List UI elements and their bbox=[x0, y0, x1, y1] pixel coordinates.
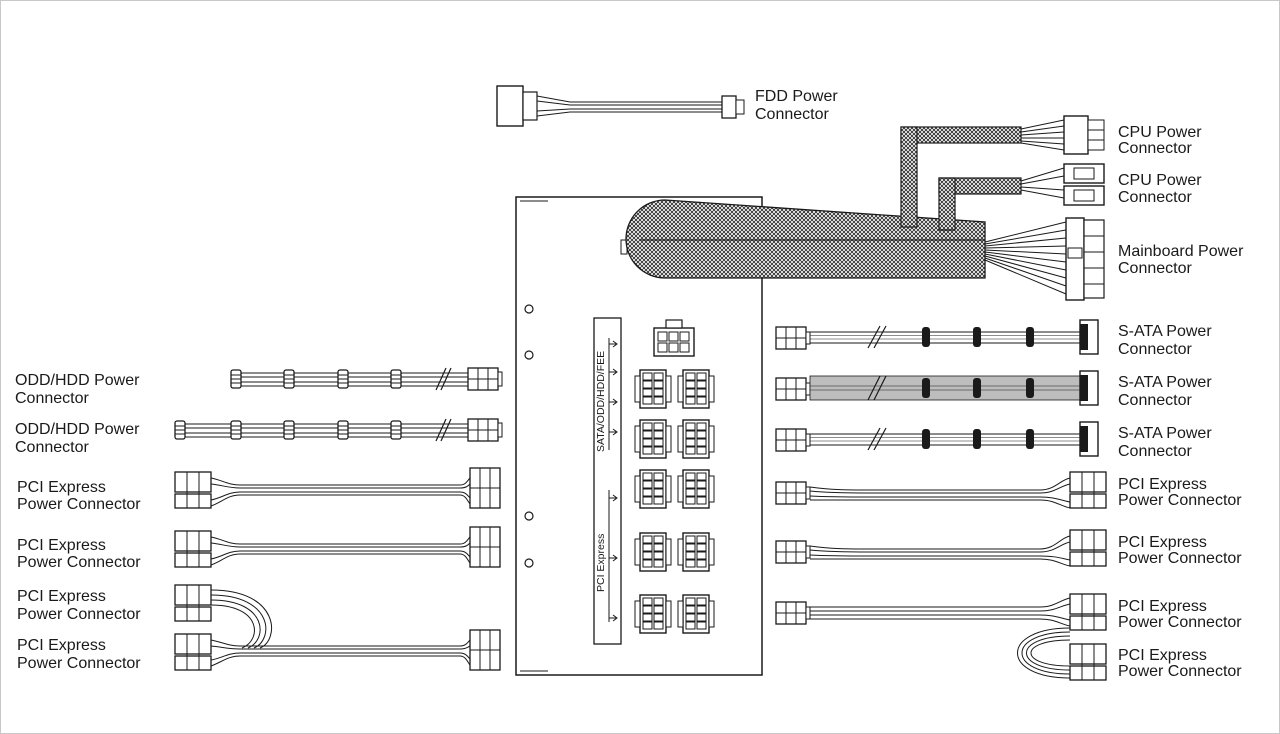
label-sata2-line1: S-ATA Power bbox=[1118, 374, 1212, 391]
pcie-cable-left-3 bbox=[174, 584, 273, 649]
sata-cable-2 bbox=[775, 370, 1099, 406]
cpu-power-connector-2 bbox=[1020, 163, 1105, 206]
label-pcie-l4-line1: PCI Express bbox=[17, 637, 106, 654]
label-pcie-r1-line1: PCI Express bbox=[1118, 476, 1207, 493]
pcie-cable-right-1 bbox=[775, 471, 1107, 509]
mainboard-power-connector bbox=[984, 217, 1105, 301]
label-pcie-r4-line2: Power Connector bbox=[1118, 663, 1242, 680]
label-sata3-line2: Connector bbox=[1118, 443, 1192, 460]
label-pcie-l3-line2: Power Connector bbox=[17, 606, 141, 623]
pcie-cable-right-4 bbox=[1017, 627, 1107, 681]
label-fdd-line2: Connector bbox=[755, 106, 829, 123]
braided-harness bbox=[625, 126, 1022, 279]
label-pcie-r2-line1: PCI Express bbox=[1118, 534, 1207, 551]
label-pcie-l4-line2: Power Connector bbox=[17, 655, 141, 672]
label-pcie-l1-line2: Power Connector bbox=[17, 496, 141, 513]
label-cpu1-line2: Connector bbox=[1118, 140, 1192, 157]
odd-hdd-cable-2 bbox=[174, 418, 503, 442]
pcie-cable-left-4 bbox=[174, 629, 501, 671]
label-odd2-line2: Connector bbox=[15, 439, 89, 456]
label-pcie-r1-line2: Power Connector bbox=[1118, 492, 1242, 509]
label-pcie-l3-line1: PCI Express bbox=[17, 588, 106, 605]
label-cpu2-line1: CPU Power bbox=[1118, 172, 1202, 189]
label-fdd-line1: FDD Power bbox=[755, 88, 838, 105]
label-sata3-line1: S-ATA Power bbox=[1118, 425, 1212, 442]
label-sata1-line1: S-ATA Power bbox=[1118, 323, 1212, 340]
label-sata2-line2: Connector bbox=[1118, 392, 1192, 409]
pcie-cable-left-1 bbox=[174, 467, 501, 509]
label-odd2-line1: ODD/HDD Power bbox=[15, 421, 140, 438]
label-sata1-line2: Connector bbox=[1118, 341, 1192, 358]
sata-cable-3 bbox=[775, 421, 1099, 457]
pcie-cable-right-2 bbox=[775, 529, 1107, 567]
odd-hdd-cable-1 bbox=[230, 367, 503, 391]
label-odd1-line2: Connector bbox=[15, 390, 89, 407]
label-pcie-l2-line2: Power Connector bbox=[17, 554, 141, 571]
label-pcie-r2-line2: Power Connector bbox=[1118, 550, 1242, 567]
sata-group-label: SATA/ODD/HDD/FEE bbox=[595, 351, 607, 452]
pcie-cable-left-2 bbox=[174, 526, 501, 568]
label-cpu1-line1: CPU Power bbox=[1118, 124, 1202, 141]
label-mainboard-line2: Connector bbox=[1118, 260, 1192, 277]
pcie-group-label: PCI Express bbox=[595, 534, 607, 592]
label-pcie-l1-line1: PCI Express bbox=[17, 479, 106, 496]
cpu-power-connector-1 bbox=[1020, 115, 1105, 155]
label-pcie-l2-line1: PCI Express bbox=[17, 537, 106, 554]
pcie-cable-right-3 bbox=[775, 593, 1107, 631]
label-mainboard-line1: Mainboard Power bbox=[1118, 243, 1244, 260]
label-odd1-line1: ODD/HDD Power bbox=[15, 372, 140, 389]
fdd-cable bbox=[496, 85, 745, 127]
label-pcie-r3-line1: PCI Express bbox=[1118, 598, 1207, 615]
psu-body: SATA/ODD/HDD/FEE PCI Express bbox=[515, 196, 763, 676]
label-pcie-r4-line1: PCI Express bbox=[1118, 647, 1207, 664]
label-pcie-r3-line2: Power Connector bbox=[1118, 614, 1242, 631]
label-cpu2-line2: Connector bbox=[1118, 189, 1192, 206]
sata-cable-1 bbox=[775, 319, 1099, 355]
connector-labels: FDD Power Connector CPU Power Connector … bbox=[15, 88, 1244, 680]
